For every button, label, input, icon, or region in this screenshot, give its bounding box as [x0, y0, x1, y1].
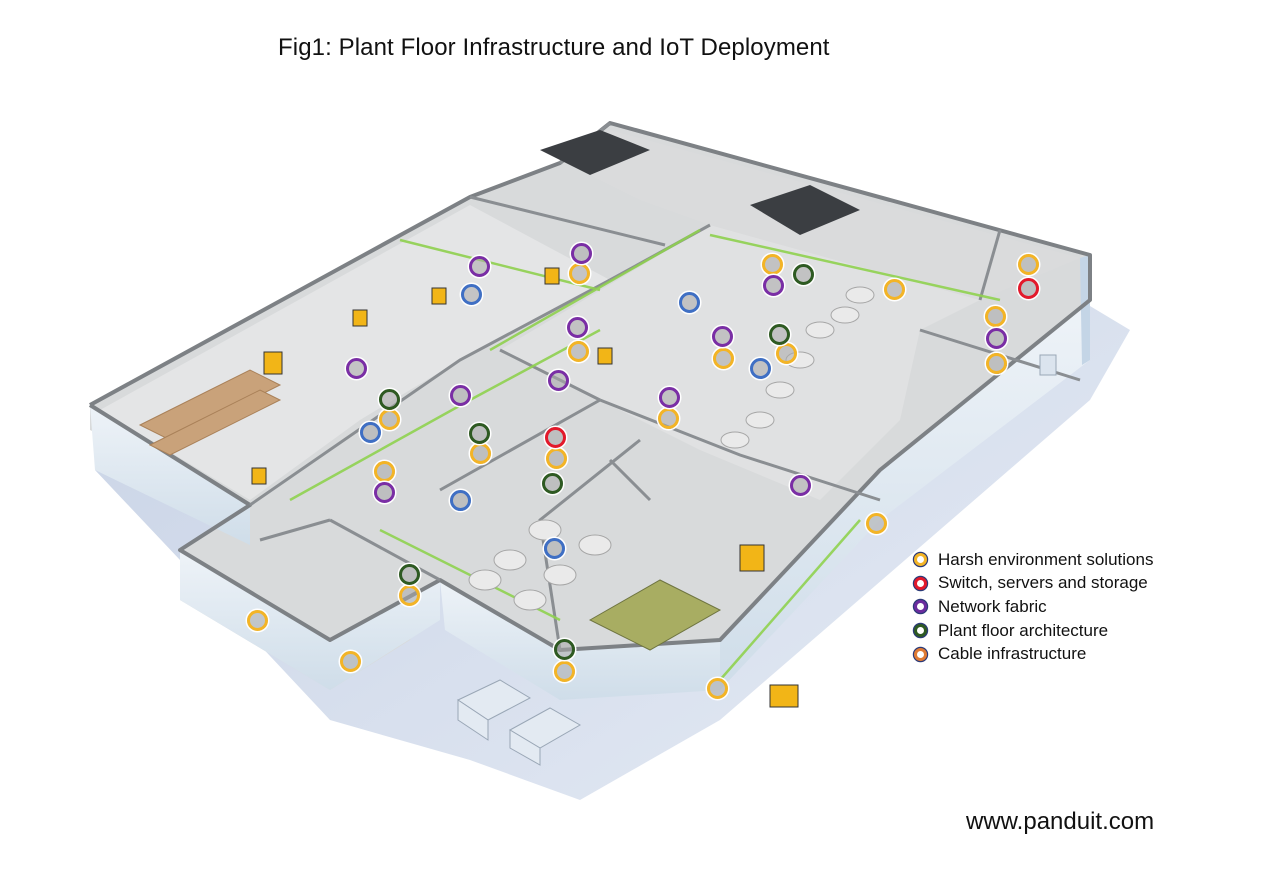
marker-cable-icon	[750, 358, 771, 379]
website-url: www.panduit.com	[966, 808, 1155, 835]
marker-network-icon	[790, 475, 811, 496]
utility-box	[1039, 354, 1057, 376]
east-wall	[1080, 255, 1090, 365]
marker-harsh-icon	[546, 448, 567, 469]
marker-harsh-icon	[247, 610, 268, 631]
marker-harsh-icon	[1018, 254, 1039, 275]
marker-harsh-icon	[569, 263, 590, 284]
marker-plant-icon	[379, 389, 400, 410]
plant-floor-icon	[914, 624, 927, 638]
marker-plant-icon	[769, 324, 790, 345]
legend-label: Plant floor architecture	[938, 620, 1109, 640]
forklifts	[251, 267, 799, 708]
legend-item-switch: Switch, servers and storage	[912, 572, 1153, 596]
produce-bins	[588, 579, 722, 651]
harsh-environment-icon	[914, 553, 927, 567]
marker-harsh-icon	[776, 343, 797, 364]
legend-label: Switch, servers and storage	[938, 573, 1148, 593]
southwest-wing-wall	[180, 550, 440, 690]
marker-network-icon	[763, 275, 784, 296]
network-fabric-icon	[914, 600, 927, 614]
marker-network-icon	[567, 317, 588, 338]
marker-cable-icon	[544, 538, 565, 559]
legend-item-cable: Cable infrastructure	[912, 642, 1153, 666]
southeast-wall	[720, 300, 1090, 690]
marker-network-icon	[986, 328, 1007, 349]
marker-network-icon	[450, 385, 471, 406]
marker-harsh-icon	[470, 443, 491, 464]
control-room-desks	[540, 130, 860, 235]
marker-harsh-icon	[340, 651, 361, 672]
legend-item-network: Network fabric	[912, 595, 1153, 619]
marker-network-icon	[659, 387, 680, 408]
marker-plant-icon	[793, 264, 814, 285]
figure-title: Fig1: Plant Floor Infrastructure and IoT…	[278, 34, 830, 61]
marker-harsh-icon	[762, 254, 783, 275]
legend-label: Network fabric	[938, 596, 1047, 616]
cable-infrastructure-icon	[914, 647, 927, 661]
marker-harsh-icon	[866, 513, 887, 534]
marker-harsh-icon	[986, 353, 1007, 374]
south-wall	[440, 580, 720, 700]
marker-harsh-icon	[399, 585, 420, 606]
marker-network-icon	[571, 243, 592, 264]
marker-network-icon	[346, 358, 367, 379]
marker-network-icon	[712, 326, 733, 347]
west-wall	[90, 405, 250, 545]
marker-plant-icon	[542, 473, 563, 494]
legend-item-harsh: Harsh environment solutions	[912, 548, 1153, 572]
marker-network-icon	[548, 370, 569, 391]
marker-cable-icon	[679, 292, 700, 313]
marker-switch-icon	[545, 427, 566, 448]
marker-harsh-icon	[707, 678, 728, 699]
legend: Harsh environment solutions Switch, serv…	[912, 548, 1153, 666]
marker-cable-icon	[360, 422, 381, 443]
legend-label: Harsh environment solutions	[938, 549, 1154, 569]
marker-harsh-icon	[379, 409, 400, 430]
marker-cable-icon	[461, 284, 482, 305]
switch-servers-icon	[914, 576, 927, 590]
marker-cable-icon	[450, 490, 471, 511]
marker-switch-icon	[1018, 278, 1039, 299]
marker-network-icon	[374, 482, 395, 503]
marker-plant-icon	[399, 564, 420, 585]
marker-harsh-icon	[554, 661, 575, 682]
marker-plant-icon	[469, 423, 490, 444]
marker-harsh-icon	[374, 461, 395, 482]
processing-tanks	[468, 286, 875, 611]
marker-harsh-icon	[658, 408, 679, 429]
legend-label: Cable infrastructure	[938, 644, 1087, 664]
network-conduits	[289, 228, 1001, 681]
marker-harsh-icon	[713, 348, 734, 369]
warehouse-pallets	[138, 369, 282, 456]
rooftop-units	[456, 679, 582, 766]
marker-plant-icon	[554, 639, 575, 660]
legend-item-plant: Plant floor architecture	[912, 619, 1153, 643]
marker-harsh-icon	[884, 279, 905, 300]
marker-harsh-icon	[985, 306, 1006, 327]
marker-network-icon	[469, 256, 490, 277]
marker-harsh-icon	[568, 341, 589, 362]
